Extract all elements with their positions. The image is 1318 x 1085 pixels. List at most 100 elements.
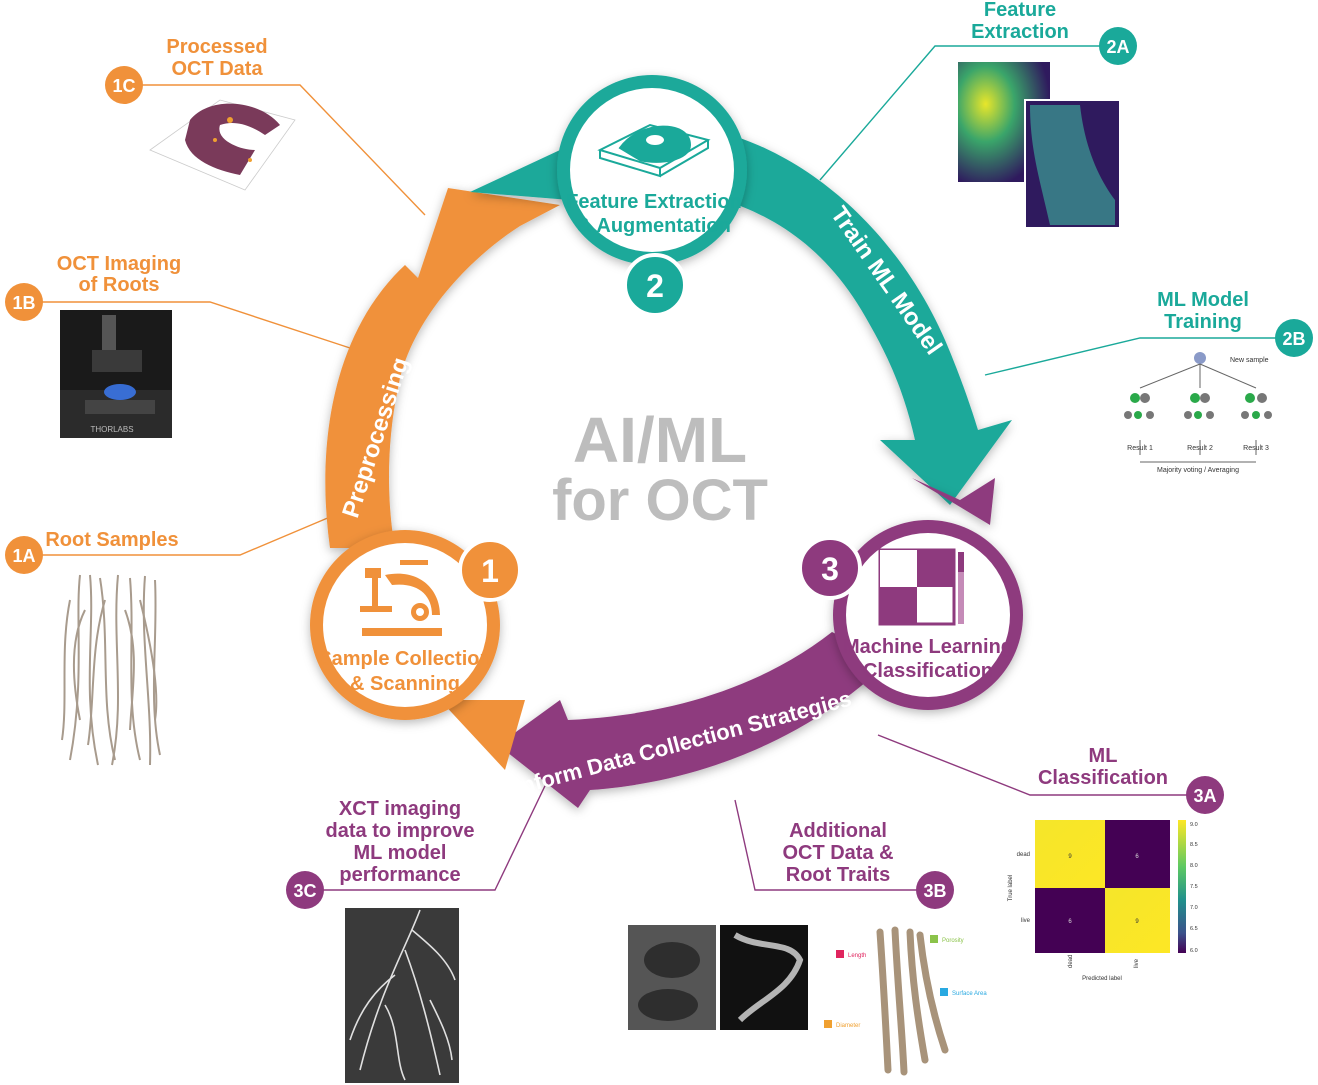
label-1c-line1: Processed [166, 36, 267, 58]
trait-length: Length [848, 953, 866, 959]
leader-3b [734, 799, 935, 891]
callout-3b: 3B Additional OCT Data & Root Traits [782, 820, 954, 909]
preprocessing-arrow [325, 188, 560, 548]
label-1a: Root Samples [45, 529, 178, 551]
cm-ylabel-live: live [1021, 918, 1031, 924]
badge-1c: 1C [112, 76, 135, 96]
cm-cell-01: 6 [1135, 854, 1139, 860]
cm-ylabel-dead: dead [1017, 852, 1030, 858]
result-2-label: Result 2 [1187, 445, 1213, 452]
stage-1: Sample Collection & Scanning 1 [310, 530, 522, 720]
leader-1c [125, 84, 426, 216]
label-1c-line2: OCT Data [171, 58, 263, 80]
stage-3: Machine Learning Classification 3 [798, 520, 1023, 710]
microscope-icon [360, 560, 442, 636]
stage-1-badge [458, 538, 522, 602]
trait-porosity: Porosity [942, 938, 964, 944]
cm-axis-ylabel: True label [1008, 875, 1014, 901]
badge-2b: 2B [1282, 329, 1305, 349]
return-arrow-tip [440, 700, 525, 770]
root-samples-image [61, 574, 161, 766]
label-3c-line4: performance [339, 864, 460, 886]
cbar-tick: 6.0 [1190, 948, 1198, 954]
result-3-label: Result 3 [1243, 445, 1269, 452]
cm-xlabel-dead: dead [1068, 955, 1074, 968]
oct-slice-images [628, 925, 808, 1030]
stage-2-badge [623, 253, 687, 317]
train-arrow [470, 138, 1012, 505]
stage-1-line2: & Scanning [350, 673, 460, 695]
stage-2-line2: & Augmentation [577, 215, 731, 237]
result-1-label: Result 1 [1127, 445, 1153, 452]
stage-3-line2: Classification [863, 660, 993, 682]
confusion-matrix-plot: 9 6 6 9 dead live dead live Predicted la… [1008, 820, 1198, 982]
label-3a-line1: ML [1089, 745, 1118, 767]
label-3b-line1: Additional [789, 820, 887, 842]
leader-3a [877, 734, 1205, 796]
cm-colorbar-ticks: 9.0 8.5 8.0 7.5 7.0 6.5 6.0 [1190, 822, 1198, 954]
callout-1c: 1C Processed OCT Data [105, 36, 268, 104]
callout-1a: 1A Root Samples [5, 529, 179, 574]
leader-1b [42, 301, 351, 349]
stage-1-line1: Sample Collection [318, 648, 491, 670]
cbar-tick: 7.0 [1190, 905, 1198, 911]
cm-cell-11: 9 [1135, 919, 1139, 925]
root-traits-illustration: Length Porosity Surface Area Diameter [824, 926, 987, 1076]
badge-3b: 3B [923, 881, 946, 901]
leader-lines [42, 45, 1294, 891]
label-1b-line2: of Roots [78, 274, 159, 296]
label-2a-line1: Feature [984, 0, 1056, 21]
oct-imaging-photo: THORLABS [60, 310, 172, 438]
label-3a-line2: Classification [1038, 767, 1168, 789]
label-3b-line3: Root Traits [786, 864, 890, 886]
badge-1a: 1A [12, 546, 35, 566]
label-2b-line2: Training [1164, 311, 1242, 333]
cm-cell-10: 6 [1068, 919, 1072, 925]
cbar-tick: 8.0 [1190, 863, 1198, 869]
stage-2-number: 2 [646, 268, 664, 304]
label-3c-line2: data to improve [326, 820, 475, 842]
stage-3-line1: Machine Learning [843, 636, 1013, 658]
3d-volume-icon [597, 123, 711, 178]
cbar-tick: 8.5 [1190, 842, 1198, 848]
callout-1b: 1B OCT Imaging of Roots [5, 253, 181, 321]
decision-tree-diagram: New sample Result 1 Result 2 Result 3 Ma… [1124, 352, 1272, 474]
stage-2: Feature Extraction & Augmentation 2 [557, 75, 747, 317]
cm-xlabel-live: live [1134, 958, 1140, 968]
badge-1b: 1B [12, 293, 35, 313]
voting-label: Majority voting / Averaging [1157, 467, 1239, 474]
microscope-brand: THORLABS [90, 425, 133, 434]
label-3c-line1: XCT imaging [339, 798, 461, 820]
badge-2a: 2A [1106, 37, 1129, 57]
leader-1a [42, 516, 331, 556]
leader-2a [819, 45, 1118, 181]
callout-3a: 3A ML Classification [1038, 745, 1224, 814]
trait-surface-area: Surface Area [952, 991, 987, 997]
stage-2-line1: Feature Extraction [566, 191, 742, 213]
cm-cell-00: 9 [1068, 854, 1072, 860]
callout-2b: 2B ML Model Training [1157, 289, 1313, 357]
inform-arrow [498, 478, 995, 808]
confusion-matrix-icon [878, 548, 964, 626]
label-2a-line2: Extraction [971, 21, 1069, 43]
cbar-tick: 7.5 [1190, 884, 1198, 890]
stage-3-number: 3 [821, 551, 839, 587]
cbar-tick: 6.5 [1190, 926, 1198, 932]
stage-1-number: 1 [481, 553, 499, 589]
label-3b-line2: OCT Data & [782, 842, 893, 864]
cm-axis-xlabel: Predicted label [1082, 976, 1122, 982]
label-2b-line1: ML Model [1157, 289, 1249, 311]
feature-extraction-images [958, 62, 1121, 229]
trait-diameter: Diameter [836, 1023, 860, 1029]
processed-oct-plot [149, 99, 296, 191]
cbar-tick: 9.0 [1190, 822, 1198, 828]
badge-3a: 3A [1193, 786, 1216, 806]
new-sample-label: New sample [1230, 357, 1269, 364]
label-1b-line1: OCT Imaging [57, 253, 181, 275]
title-line2: for OCT [552, 468, 768, 533]
callout-3c: 3C XCT imaging data to improve ML model … [286, 798, 474, 909]
leader-2b [984, 337, 1294, 376]
callout-2a: 2A Feature Extraction [971, 0, 1137, 65]
stage-3-badge [798, 536, 862, 600]
